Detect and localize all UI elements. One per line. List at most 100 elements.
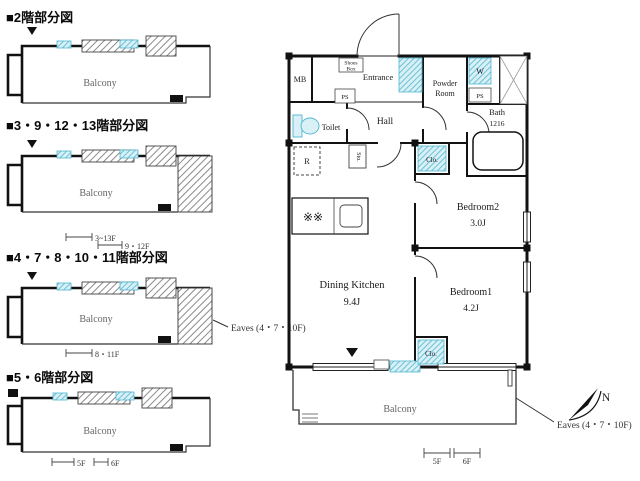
plan-5f-balcony-rail — [22, 398, 211, 453]
bedroom2-label: Bedroom2 — [457, 202, 499, 213]
kitchen-counter-icon — [291, 197, 369, 235]
compass-n-label: N — [602, 392, 611, 404]
entrance-door-arc — [356, 13, 400, 57]
marker-block-icon — [170, 95, 183, 102]
pillar-icon — [523, 244, 531, 252]
glass-icon — [115, 391, 135, 401]
eaves-leader-line — [212, 319, 229, 328]
shoes-box-label: Box — [346, 67, 355, 73]
toilet-label: Toilet — [322, 123, 341, 132]
balcony-label: Balcony — [79, 314, 112, 325]
plan-3f-title: ■3・9・12・13階部分図 — [6, 118, 148, 133]
entrance-label: Entrance — [363, 72, 393, 82]
main-dimensions: 5F 6F — [423, 448, 481, 466]
bath-door-arc — [466, 111, 490, 135]
section-marker-icon — [346, 348, 358, 357]
glass-icon — [119, 281, 139, 291]
room-labels: MB Shoes Box Entrance Powder Room W PS P… — [294, 61, 506, 359]
dim-label: 6F — [463, 457, 472, 466]
plan-4f-dimensions — [65, 349, 93, 357]
marker-block-icon — [170, 444, 183, 451]
powder-room-label: Powder — [433, 79, 458, 88]
entrance-storage-icon — [398, 57, 423, 93]
plan-5f-walls — [6, 396, 210, 452]
marker-block-icon — [158, 204, 171, 211]
dining-kitchen-size: 9.4J — [344, 297, 361, 308]
closet-label: Clo. — [425, 350, 437, 358]
window-hatch-icon — [141, 387, 173, 409]
ps-label: PS — [341, 94, 349, 101]
dim-label: 3~13F — [95, 234, 116, 243]
dining-kitchen-label: Dining Kitchen — [319, 280, 385, 291]
balcony-rail — [292, 370, 517, 425]
pillar-icon — [285, 52, 293, 60]
balcony-hatch-icon — [302, 413, 318, 423]
stove-burner-icon: ※※ — [303, 210, 323, 224]
eaves-label: Eaves (4・7・10F) — [557, 420, 632, 431]
shoes-box-icon — [338, 57, 364, 73]
partial-plan-2f: ■2階部分図 Balcony — [6, 10, 211, 104]
plan-2f-balcony-rail — [22, 46, 211, 104]
dim-label: 6F — [111, 459, 120, 468]
window-hatch-icon — [145, 277, 177, 299]
dim-label: 5F — [77, 459, 86, 468]
bedroom1-size: 4.2J — [463, 304, 479, 314]
hall-label: Hall — [377, 117, 394, 127]
section-marker-icon — [27, 27, 37, 35]
balcony-label: Balcony — [83, 78, 116, 89]
glass-icon — [119, 149, 139, 159]
ps-label: PS — [476, 93, 484, 100]
powder-door-arc — [422, 106, 447, 131]
closet-icon — [417, 145, 447, 172]
pillar-icon — [411, 244, 419, 252]
bedroom1-label: Bedroom1 — [450, 287, 492, 298]
bedroom2-door-arc — [414, 181, 438, 205]
building-hatch-icon — [177, 155, 213, 213]
glass-icon — [119, 39, 139, 49]
bedroom1-door-arc — [414, 255, 438, 279]
plan-2f-title: ■2階部分図 — [6, 10, 73, 25]
pillar-icon — [285, 363, 293, 371]
plan-2f-walls — [6, 44, 210, 103]
partial-plan-4-7-8-10-11f: ■4・7・8・10・11階部分図 Balcony Eaves (4・7・10F)… — [6, 250, 306, 359]
windows — [312, 211, 531, 373]
balcony-label: Balcony — [83, 426, 116, 437]
glass-icon — [56, 282, 72, 291]
main-balcony: Balcony Eaves (4・7・10F) — [292, 369, 632, 431]
closet-icon — [417, 339, 445, 365]
fridge-icon — [293, 146, 321, 176]
bathtub-icon — [472, 131, 524, 171]
mb-label: MB — [294, 75, 306, 84]
window-hatch-icon — [145, 145, 177, 167]
partial-plan-3-9-12-13f: ■3・9・12・13階部分図 Balcony 3~13F 9・12F — [6, 118, 213, 251]
compass-arc-icon — [568, 390, 602, 421]
powder-room-label: Room — [435, 89, 455, 98]
dim-label: 8・11F — [95, 350, 120, 359]
dim-label: 5F — [433, 457, 442, 466]
glass-icon — [56, 40, 72, 49]
dk-door-arc — [376, 142, 402, 168]
balcony-partition-icon — [507, 369, 513, 387]
eaves-label: Eaves (4・7・10F) — [231, 323, 306, 334]
building-hatch-icon — [177, 287, 213, 345]
washer-place-icon — [468, 57, 492, 85]
closet-label: Clo. — [426, 156, 438, 164]
door-arcs — [346, 13, 490, 279]
storage-icon — [348, 144, 367, 169]
glass-icon — [56, 150, 72, 159]
toilet-icon — [292, 114, 320, 138]
plan-4f-title: ■4・7・8・10・11階部分図 — [6, 250, 168, 265]
pillar-icon — [285, 139, 293, 147]
shoes-box-label: Shoes — [344, 61, 357, 67]
compass-needle-icon — [569, 388, 598, 420]
eaves-leader-line — [515, 397, 555, 423]
pillar-icon — [411, 139, 419, 147]
partial-plan-5-6f: ■5・6階部分図 Balcony 5F 6F — [6, 370, 211, 468]
bath-label: 1216 — [490, 119, 505, 128]
marker-block-icon — [158, 336, 171, 343]
window-hatch-icon — [145, 35, 177, 57]
pillar-icon — [8, 389, 18, 397]
washer-label: W — [476, 67, 484, 76]
